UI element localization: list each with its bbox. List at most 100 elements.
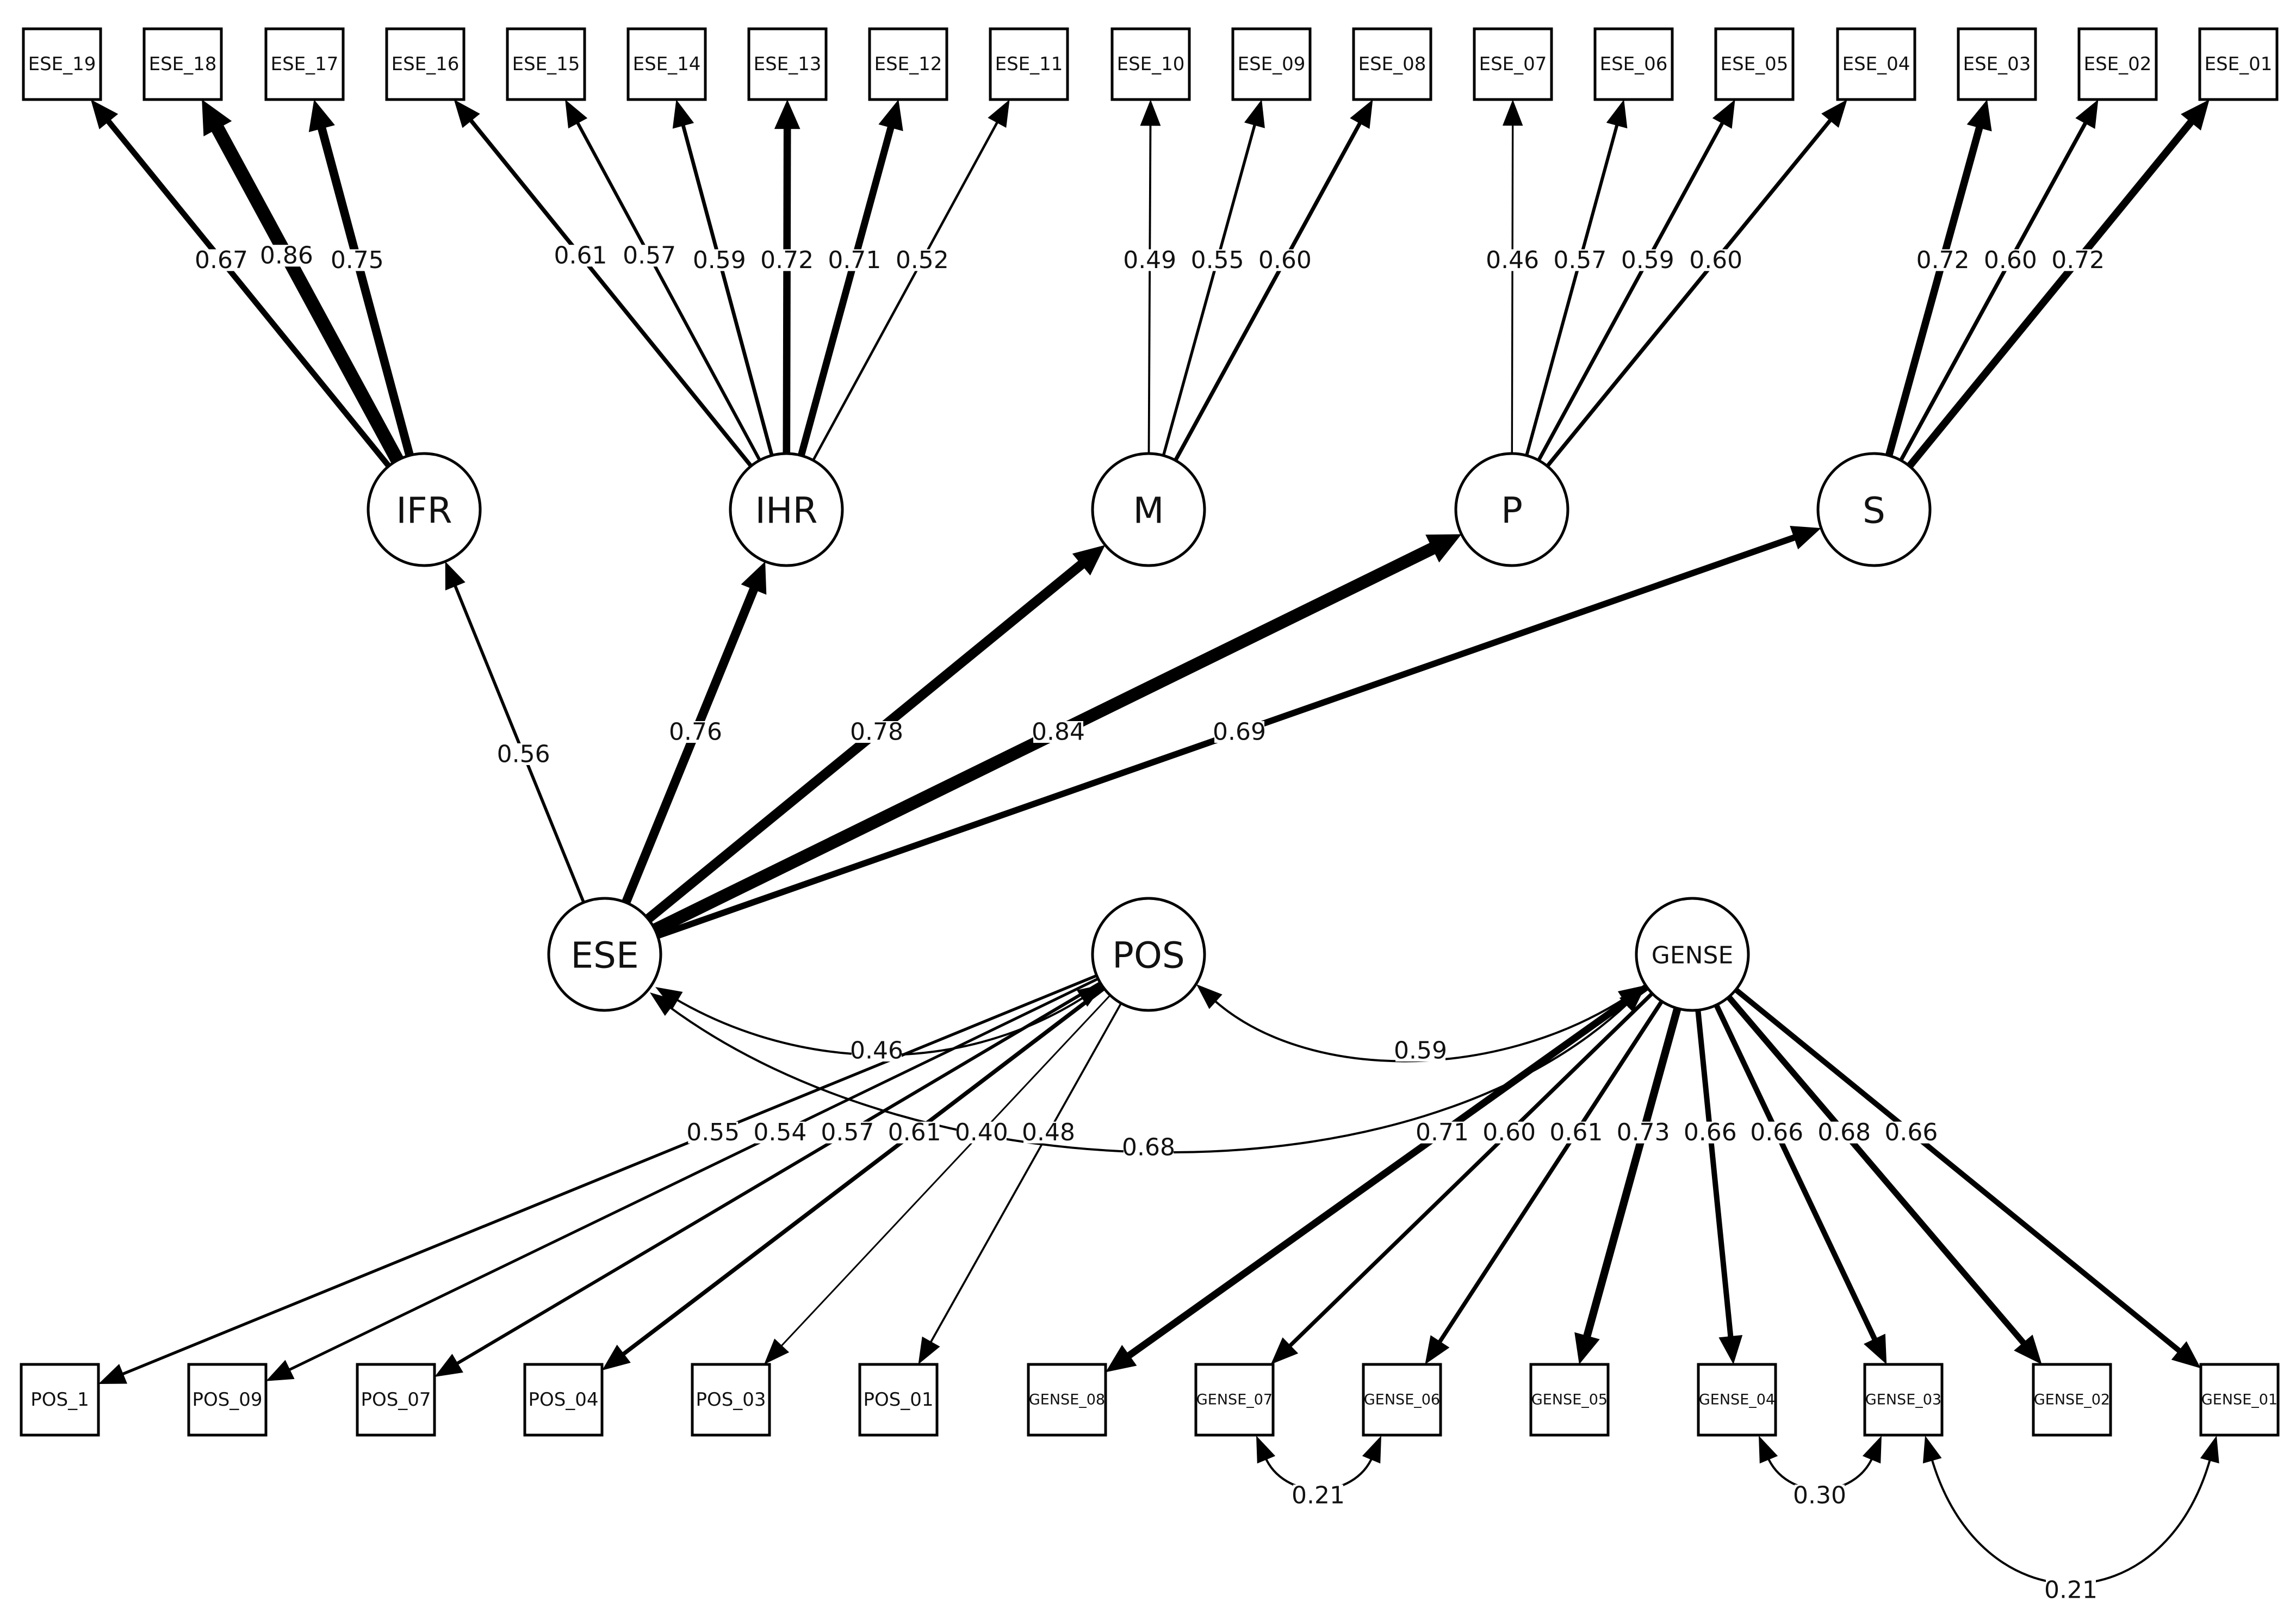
indicator-ese-18: ESE_18: [142, 27, 223, 101]
coef-label-ihr-ese-14: 0.59: [693, 246, 746, 274]
indicator-ese-05: ESE_05: [1714, 27, 1795, 101]
arrowhead: [90, 100, 119, 129]
coef-label-pos-pos-09: 0.54: [753, 1119, 806, 1146]
coef-label-gense-gense-02: 0.68: [1817, 1119, 1871, 1146]
latent-circle: [1635, 897, 1750, 1012]
coef-label-ifr-ese-18: 0.86: [260, 242, 313, 270]
coef-label-m-ese-10-text: 0.49: [1123, 246, 1176, 274]
path-m-to-ese-10: [1140, 100, 1161, 454]
arrowhead: [1574, 1332, 1600, 1364]
arrowhead: [918, 1336, 940, 1364]
path-line: [468, 117, 753, 468]
indicator-pos-1: POS_1: [20, 1363, 100, 1437]
coef-label-gense-gense-05: 0.73: [1617, 1119, 1670, 1146]
coef-label-gense-gense-08: 0.71: [1416, 1119, 1469, 1146]
indicator-label: ESE_12: [874, 53, 942, 75]
covariance-gense-07-gense-06: [1256, 1436, 1381, 1491]
indicator-box: [868, 27, 948, 101]
indicator-gense-08: GENSE_08: [1027, 1363, 1107, 1437]
arrowhead-start: [655, 987, 683, 1009]
indicator-box: [1352, 27, 1432, 101]
arrowhead-start: [1256, 1436, 1276, 1464]
indicator-label: ESE_10: [1117, 53, 1185, 75]
path-line: [1695, 1010, 1734, 1339]
coef-label-p-ese-06-text: 0.57: [1553, 246, 1606, 274]
indicator-ese-10: ESE_10: [1110, 27, 1191, 101]
coef-label-ese-s: 0.69: [1213, 718, 1266, 746]
arrowhead: [2171, 1341, 2201, 1369]
coef-label-gense-gense-02-text: 0.68: [1817, 1119, 1871, 1146]
coef-label-m-ese-08-text: 0.60: [1258, 246, 1312, 274]
coef-label-p-ese-05-text: 0.59: [1621, 246, 1674, 274]
indicator-label: ESE_07: [1479, 53, 1547, 75]
indicator-box: [2077, 27, 2158, 101]
arrowhead: [741, 561, 767, 595]
coef-label-cov-gense-03-gense-01: 0.21: [2044, 1576, 2098, 1604]
indicator-box: [1027, 1363, 1107, 1437]
arrowhead: [672, 100, 694, 129]
indicator-label: GENSE_05: [1531, 1392, 1608, 1408]
indicator-ese-15: ESE_15: [506, 27, 586, 101]
indicator-label: GENSE_07: [1196, 1392, 1273, 1408]
indicator-label: ESE_09: [1238, 53, 1306, 75]
latent-label: IHR: [755, 490, 818, 532]
indicator-label: GENSE_03: [1865, 1392, 1941, 1408]
indicator-label: ESE_04: [1842, 53, 1910, 75]
coef-label-s-ese-01-text: 0.72: [2051, 246, 2105, 274]
arrowhead: [1606, 100, 1628, 129]
path-p-to-ese-06: [1525, 100, 1628, 456]
coef-label-gense-gense-04: 0.66: [1684, 1119, 1737, 1146]
latent-circle: [1816, 452, 1932, 567]
path-gense-to-gense-08: [1106, 984, 1649, 1373]
path-line: [1162, 122, 1257, 456]
arrowhead: [878, 100, 903, 132]
coef-label-pos-pos-04: 0.61: [888, 1119, 941, 1146]
indicator-box: [356, 1363, 436, 1437]
indicator-box: [523, 1363, 604, 1437]
arrowhead: [1821, 100, 1847, 128]
coef-label-ifr-ese-19: 0.67: [195, 246, 248, 274]
coef-label-p-ese-04-text: 0.60: [1689, 246, 1742, 274]
coef-label-cov-ese-gense-text: 0.68: [1122, 1134, 1175, 1162]
coef-label-gense-gense-04-text: 0.66: [1684, 1119, 1737, 1146]
coef-label-ese-s-text: 0.69: [1213, 718, 1266, 746]
indicator-box: [691, 1363, 771, 1437]
coef-label-gense-gense-03-text: 0.66: [1750, 1119, 1803, 1146]
coef-label-ihr-ese-15-text: 0.57: [623, 242, 676, 270]
indicator-label: ESE_08: [1358, 53, 1426, 75]
indicator-ese-19: ESE_19: [22, 27, 102, 101]
coef-label-ese-ihr-text: 0.76: [669, 718, 722, 746]
indicator-pos-03: POS_03: [691, 1363, 771, 1437]
indicator-box: [1697, 1363, 1777, 1437]
coef-label-ifr-ese-17: 0.75: [331, 246, 384, 274]
coef-label-s-ese-03: 0.72: [1916, 246, 1970, 274]
latent-ese: ESE: [547, 897, 662, 1012]
latent-ihr: IHR: [729, 452, 844, 567]
indicator-gense-02: GENSE_02: [2032, 1363, 2112, 1437]
coef-label-pos-pos-07: 0.57: [821, 1119, 874, 1146]
arrowhead: [1503, 100, 1523, 126]
path-line: [120, 974, 1097, 1376]
path-pos-to-pos-03: [764, 995, 1111, 1364]
arrowhead-start: [650, 992, 677, 1016]
indicator-box: [1593, 27, 1674, 101]
path-line: [287, 977, 1099, 1372]
indicator-label: GENSE_06: [1364, 1392, 1440, 1408]
arrowhead: [1790, 526, 1821, 550]
arrowhead: [2181, 100, 2210, 131]
path-line: [1525, 122, 1619, 456]
coef-label-m-ese-10: 0.49: [1123, 246, 1176, 274]
indicator-box: [187, 1363, 268, 1437]
arrowhead-start: [1759, 1436, 1778, 1464]
indicator-label: POS_01: [863, 1389, 933, 1411]
indicator-box: [142, 27, 223, 101]
coef-label-ifr-ese-17-text: 0.75: [331, 246, 384, 274]
indicator-label: POS_09: [192, 1389, 262, 1411]
arrowhead: [1864, 1333, 1887, 1364]
indicator-label: POS_04: [528, 1389, 598, 1411]
arrowhead: [2014, 1334, 2042, 1364]
edges-layer: [90, 100, 2219, 1585]
indicator-box: [1714, 27, 1795, 101]
indicator-label: GENSE_04: [1699, 1392, 1775, 1408]
